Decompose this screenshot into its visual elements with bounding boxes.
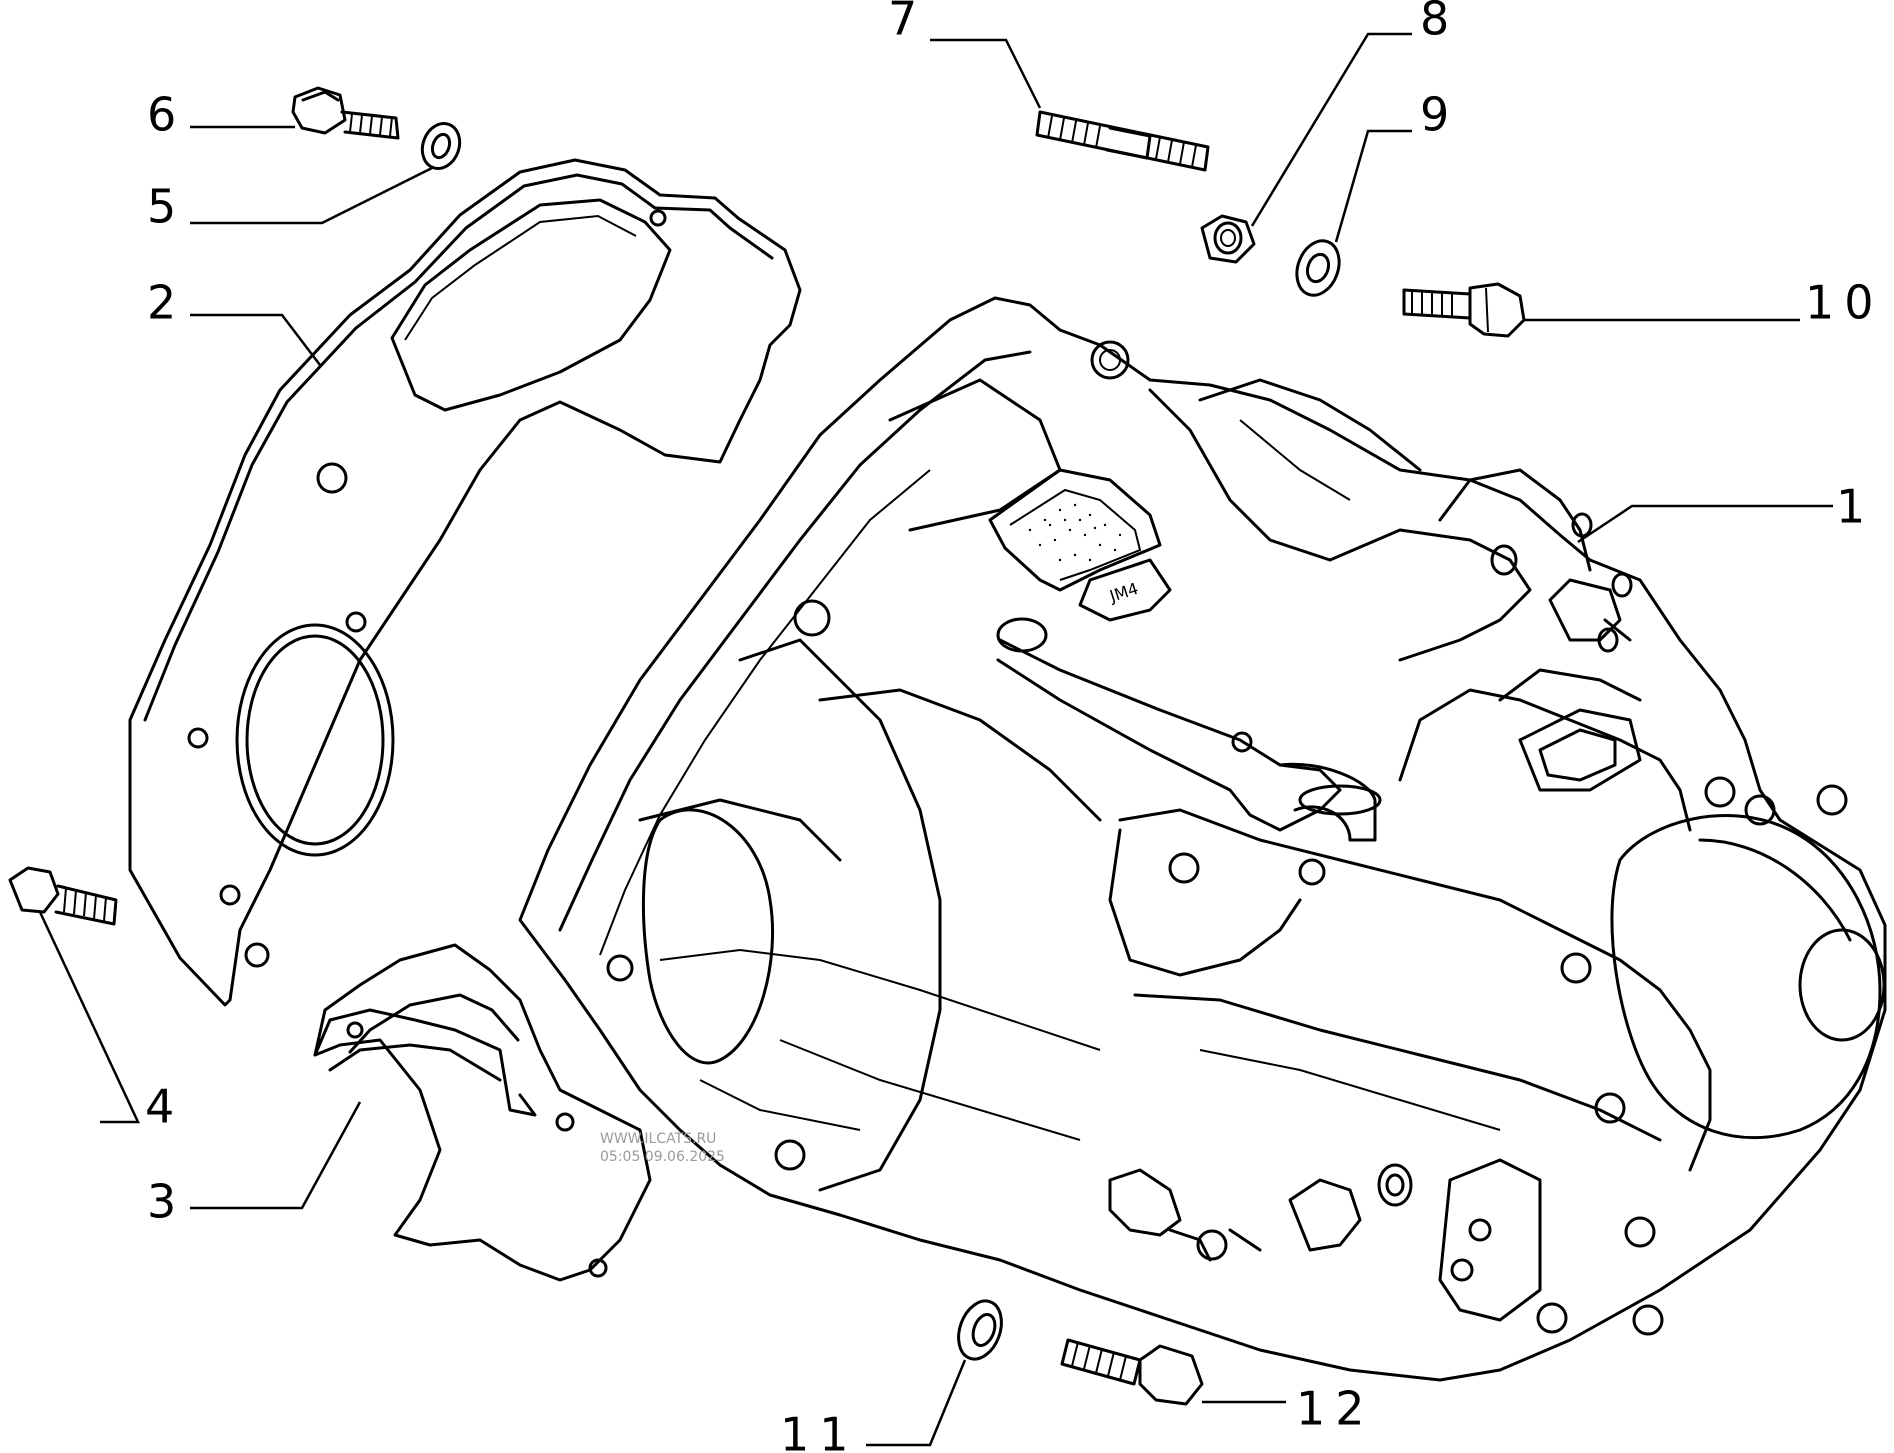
callout-12: 12: [1296, 1382, 1375, 1436]
adapter-plate: [128, 158, 802, 1282]
stud-part-7: [1035, 110, 1210, 172]
callout-1: 1: [1836, 480, 1865, 534]
leader-lines: [38, 32, 1833, 1447]
watermark: WWW.ILCATS.RU 05:05 09.06.2025: [600, 1131, 725, 1165]
callout-10: 10: [1805, 276, 1884, 330]
callout-11: 11: [780, 1408, 859, 1453]
nut-part-8: [1200, 214, 1256, 264]
callout-2: 2: [147, 276, 176, 330]
callout-3: 3: [147, 1175, 176, 1229]
callout-5: 5: [147, 180, 176, 234]
callout-6: 6: [147, 88, 176, 142]
callout-7: 7: [888, 0, 917, 46]
gearbox-housing: JM4: [518, 296, 1887, 1382]
bolt-part-6: [291, 86, 400, 140]
bolt-part-12: [1060, 1338, 1204, 1406]
washer-part-5: [420, 122, 462, 170]
selector-lever: [996, 617, 1382, 842]
callout-4: 4: [145, 1080, 174, 1134]
bolt-part-10: [1402, 282, 1526, 338]
watermark-line-1: WWW.ILCATS.RU: [600, 1131, 716, 1147]
callout-labels: 1 2 3 4 5 6 7 8 9 10 11 12: [145, 0, 1884, 1453]
callout-9: 9: [1420, 88, 1449, 142]
callout-8: 8: [1420, 0, 1449, 46]
washer-part-9: [1295, 239, 1341, 297]
circlip-part-11: [957, 1299, 1003, 1361]
watermark-line-2: 05:05 09.06.2025: [600, 1149, 725, 1165]
bolt-part-4: [8, 866, 118, 926]
housing-stamp: JM4: [1106, 579, 1140, 606]
dust-cover: [313, 1008, 537, 1117]
texture-stipple: [1028, 503, 1122, 562]
